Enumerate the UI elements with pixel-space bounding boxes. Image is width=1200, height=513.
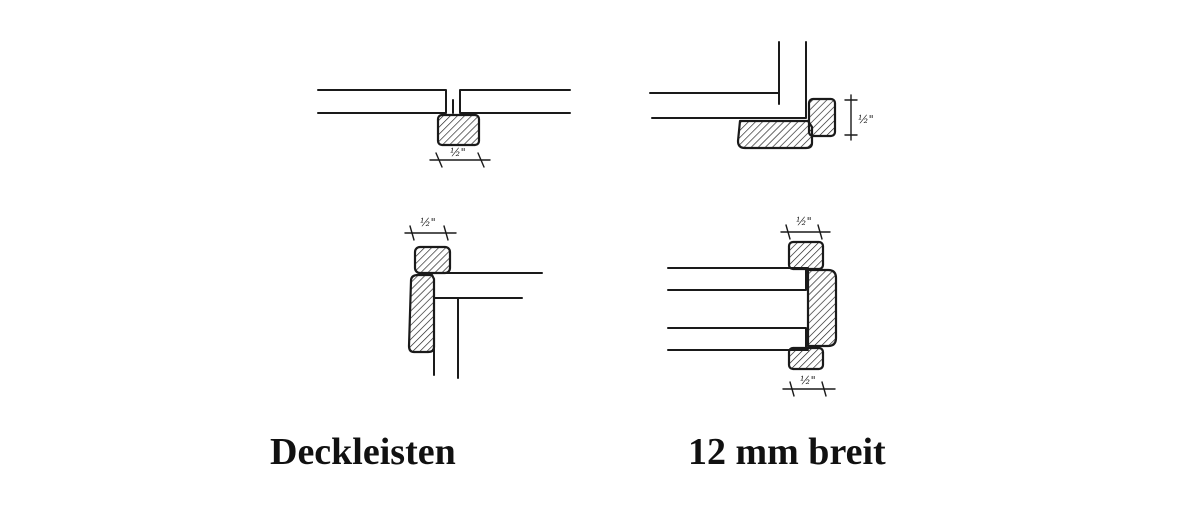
dimension-label: ½" (800, 374, 816, 387)
vertical-board (778, 41, 807, 113)
cover-strip-bottom (787, 346, 825, 371)
dimension-label: ½" (450, 146, 466, 159)
caption-deckleisten: Deckleisten (270, 431, 456, 473)
dimension-label: ½" (796, 215, 812, 228)
cover-strip-top (787, 240, 825, 271)
cover-strip-side (407, 273, 436, 354)
caption-width: 12 mm breit (688, 431, 886, 473)
left-board (317, 89, 447, 114)
detail-corner-joint: ½" (649, 41, 874, 150)
horizontal-board (433, 272, 543, 299)
vertical-board (433, 297, 459, 379)
cover-strip-post (806, 268, 838, 348)
upper-panel (667, 267, 809, 291)
cover-strip (436, 113, 481, 147)
cover-strip-bottom (736, 119, 814, 150)
dimension-mark: ½" (429, 146, 491, 168)
horizontal-board (649, 92, 807, 119)
dimension-label: ½" (420, 216, 436, 229)
dimension-label: ½" (858, 113, 874, 126)
cover-strip-top (413, 245, 452, 275)
cover-strip-side (807, 97, 837, 138)
dimension-mark: ½" (844, 94, 874, 141)
dimension-mark-top: ½" (780, 215, 831, 240)
detail-edge-joint: ½" (404, 216, 543, 379)
detail-two-panel-joint: ½" ½" (667, 215, 838, 397)
dimension-mark: ½" (404, 216, 457, 241)
right-board (459, 89, 571, 114)
dimension-mark-bottom: ½" (782, 374, 836, 397)
detail-butt-joint: ½" (317, 89, 571, 168)
lower-panel (667, 327, 809, 351)
